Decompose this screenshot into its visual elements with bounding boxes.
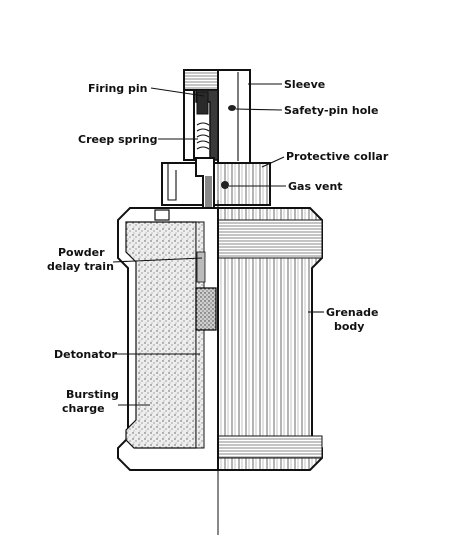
svg-text:delay train: delay train bbox=[47, 260, 114, 273]
svg-text:Safety-pin hole: Safety-pin hole bbox=[284, 104, 379, 117]
svg-text:Grenade: Grenade bbox=[326, 306, 379, 319]
label-grenade-body: Grenade body bbox=[308, 306, 379, 333]
svg-text:Protective collar: Protective collar bbox=[286, 150, 389, 163]
svg-text:charge: charge bbox=[62, 402, 105, 415]
svg-text:Detonator: Detonator bbox=[54, 348, 117, 361]
label-safety-pin-hole: Safety-pin hole bbox=[235, 104, 379, 117]
protective-collar bbox=[161, 162, 271, 206]
label-firing-pin: Firing pin bbox=[88, 82, 205, 97]
label-bursting-charge: Bursting charge bbox=[62, 388, 150, 415]
sleeve bbox=[217, 69, 251, 164]
label-detonator: Detonator bbox=[54, 348, 200, 361]
firing-pin bbox=[196, 91, 209, 115]
grenade-body bbox=[117, 200, 323, 535]
svg-text:Firing pin: Firing pin bbox=[88, 82, 148, 95]
label-gas-vent: Gas vent bbox=[229, 180, 343, 193]
svg-text:Gas vent: Gas vent bbox=[288, 180, 343, 193]
safety-pin-hole bbox=[228, 105, 236, 111]
svg-text:Powder: Powder bbox=[58, 246, 105, 259]
label-sleeve: Sleeve bbox=[248, 78, 325, 91]
svg-text:body: body bbox=[334, 320, 364, 333]
gas-vent bbox=[221, 181, 229, 189]
creep-spring bbox=[196, 122, 210, 150]
svg-text:Bursting: Bursting bbox=[66, 388, 119, 401]
label-powder-delay-train: Powder delay train bbox=[47, 246, 203, 273]
svg-text:Creep spring: Creep spring bbox=[78, 133, 157, 146]
bursting-charge bbox=[125, 221, 197, 449]
powder-delay-train bbox=[196, 251, 206, 283]
label-protective-collar: Protective collar bbox=[261, 150, 389, 168]
detonator bbox=[195, 287, 217, 331]
svg-text:Sleeve: Sleeve bbox=[284, 78, 325, 91]
label-creep-spring: Creep spring bbox=[78, 133, 198, 146]
